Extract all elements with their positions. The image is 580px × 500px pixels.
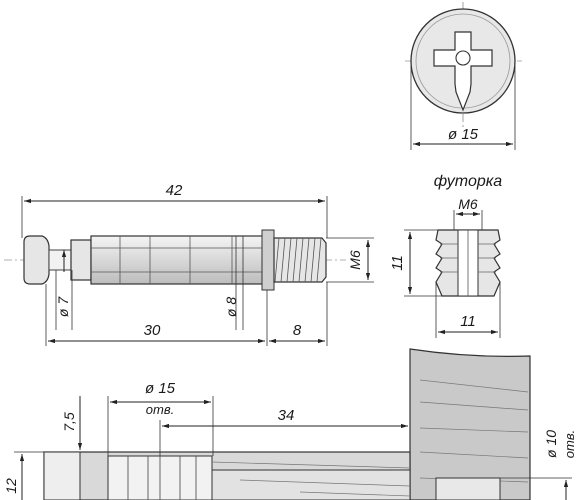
hole10-note: отв. <box>562 430 577 458</box>
d8-label: ø 8 <box>223 297 239 317</box>
dim30-label: 30 <box>144 322 161 339</box>
dim12-label: 12 <box>3 478 19 494</box>
dim8-label: 8 <box>293 322 302 339</box>
insert-title: футорка <box>434 173 503 190</box>
depth75-label: 7,5 <box>61 412 77 432</box>
panel-edge <box>43 451 81 500</box>
bolt-thread <box>273 237 327 283</box>
bolt-body <box>90 235 267 285</box>
panel-hatching <box>211 461 411 497</box>
m6-label: M6 <box>347 250 363 270</box>
d7-label: ø 7 <box>55 296 71 317</box>
insert-width-label: 11 <box>460 313 476 330</box>
cap-end-view: ø 15 <box>405 2 522 150</box>
cap-diameter-label: ø 15 <box>448 126 479 143</box>
cross-slot <box>433 31 493 112</box>
hole10-label: ø 10 <box>543 430 559 458</box>
insert-in-panel <box>435 477 501 500</box>
vertical-panel <box>409 348 531 500</box>
dim42-label: 42 <box>166 182 183 199</box>
cap-in-panel-lines <box>127 456 197 500</box>
thread-lines <box>274 237 322 283</box>
insert-view: футорка M6 11 11 <box>389 173 502 338</box>
hole15-label: ø 15 <box>145 380 176 397</box>
insert-m6-label: M6 <box>458 196 478 212</box>
bolt-flange <box>261 229 275 291</box>
insert-teeth-lines <box>440 243 496 273</box>
bolt-neck <box>48 249 72 271</box>
dim34-label: 34 <box>278 407 295 424</box>
cap-center-hole <box>455 50 471 66</box>
bolt-side-view: 42 M6 ø 7 ø 8 30 8 <box>4 182 374 346</box>
bolt-collar <box>70 239 92 281</box>
insert-height-label: 11 <box>389 255 406 271</box>
hole15-note: отв. <box>146 402 174 417</box>
bolt-head <box>23 235 50 285</box>
assembly-section: ø 15 отв. 34 7,5 12 ø 10 отв. <box>3 348 577 500</box>
